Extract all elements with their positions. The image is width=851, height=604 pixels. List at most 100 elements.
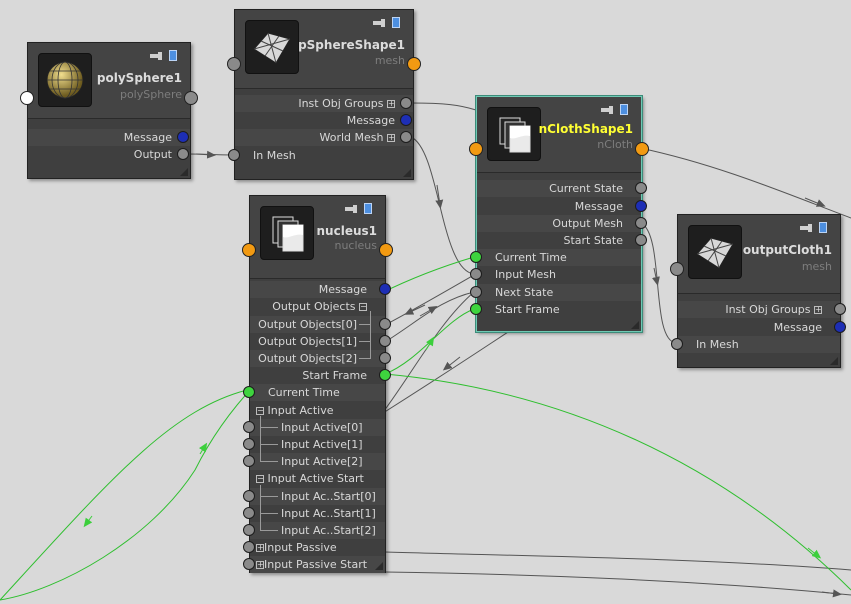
- node-nclothshape1[interactable]: nClothShape1 nCloth Current State Messag…: [469, 96, 649, 332]
- start-state-port[interactable]: [635, 234, 647, 246]
- pin-icon[interactable]: [345, 205, 358, 213]
- attr-label: World Mesh: [319, 131, 384, 144]
- input-passive-port[interactable]: [243, 541, 255, 553]
- attr-row-start-frame: Start Frame: [470, 301, 641, 318]
- resize-grip[interactable]: [403, 169, 411, 177]
- header-icons: [601, 104, 633, 116]
- output-port[interactable]: [379, 243, 393, 257]
- message-port[interactable]: [379, 283, 391, 295]
- wire-arrow-green-4: [807, 547, 822, 559]
- current-state-port[interactable]: [635, 182, 647, 194]
- nucleus-icon: [260, 206, 314, 260]
- attribute-editor-icon[interactable]: [620, 104, 628, 115]
- inst-obj-groups-port[interactable]: [834, 303, 846, 315]
- attr-label: Output Mesh: [552, 217, 623, 230]
- input-ac-start-0-port[interactable]: [243, 490, 255, 502]
- inst-obj-groups-port[interactable]: [400, 97, 412, 109]
- attr-label: Message: [574, 200, 623, 213]
- input-mesh-port[interactable]: [470, 268, 482, 280]
- expand-icon[interactable]: [256, 561, 264, 569]
- resize-grip[interactable]: [375, 562, 383, 570]
- message-port[interactable]: [400, 114, 412, 126]
- output-port[interactable]: [635, 142, 649, 156]
- node-psphereshape1[interactable]: pSphereShape1 mesh Inst Obj Groups Messa…: [227, 9, 421, 180]
- header-icons: [373, 17, 405, 29]
- expand-icon[interactable]: [387, 100, 395, 108]
- in-mesh-port[interactable]: [671, 338, 683, 350]
- input-port[interactable]: [242, 243, 256, 257]
- pin-icon[interactable]: [601, 106, 614, 114]
- header-icons: [800, 222, 832, 234]
- node-title: nucleus1: [316, 224, 378, 238]
- attr-label: Message: [123, 131, 172, 144]
- wire-passive-out-1: [384, 551, 851, 571]
- attr-row-input-active-1: Input Active[1]: [243, 436, 385, 453]
- attr-label: Message: [773, 321, 822, 334]
- attr-label: Message: [318, 283, 367, 296]
- attr-row-input-active-start: Input Active Start: [250, 470, 385, 487]
- next-state-port[interactable]: [470, 286, 482, 298]
- resize-grip[interactable]: [830, 357, 838, 365]
- attr-label: Input Mesh: [495, 268, 556, 281]
- input-ac-start-1-port[interactable]: [243, 507, 255, 519]
- input-ac-start-2-port[interactable]: [243, 524, 255, 536]
- message-port[interactable]: [834, 321, 846, 333]
- collapse-icon[interactable]: [256, 475, 264, 483]
- start-frame-port[interactable]: [470, 303, 482, 315]
- attr-row-start-state: Start State: [477, 232, 647, 249]
- node-type: mesh: [801, 260, 832, 273]
- pin-icon[interactable]: [373, 19, 386, 27]
- node-nucleus1[interactable]: nucleus1 nucleus Message Output Objects …: [242, 195, 393, 573]
- input-port[interactable]: [20, 91, 34, 105]
- node-outputcloth1[interactable]: outputCloth1 mesh Inst Obj Groups Messag…: [670, 214, 846, 368]
- output-port[interactable]: [184, 91, 198, 105]
- attr-row-message: Message: [250, 281, 391, 298]
- input-active-2-port[interactable]: [243, 455, 255, 467]
- input-passive-start-port[interactable]: [243, 558, 255, 570]
- tree-branch: [260, 444, 278, 445]
- node-type: mesh: [374, 54, 405, 67]
- attr-row-input-ac-start-2: Input Ac..Start[2]: [243, 522, 385, 539]
- output-port[interactable]: [407, 57, 421, 71]
- output-objects-2-port[interactable]: [379, 352, 391, 364]
- pin-icon[interactable]: [150, 52, 163, 60]
- current-time-port[interactable]: [470, 251, 482, 263]
- node-title: nClothShape1: [538, 122, 633, 136]
- attribute-editor-icon[interactable]: [392, 17, 400, 28]
- message-port[interactable]: [177, 131, 189, 143]
- input-active-1-port[interactable]: [243, 438, 255, 450]
- start-frame-port[interactable]: [379, 369, 391, 381]
- message-port[interactable]: [635, 200, 647, 212]
- expand-icon[interactable]: [256, 544, 264, 552]
- world-mesh-port[interactable]: [400, 131, 412, 143]
- resize-grip[interactable]: [631, 321, 639, 329]
- attr-row-output-objects-0: Output Objects[0]: [250, 316, 391, 333]
- input-port[interactable]: [227, 57, 241, 71]
- attribute-editor-icon[interactable]: [169, 50, 177, 61]
- attr-label: Message: [346, 114, 395, 127]
- attr-label: Input Active: [267, 404, 334, 417]
- input-active-0-port[interactable]: [243, 421, 255, 433]
- input-port[interactable]: [469, 142, 483, 156]
- pin-icon[interactable]: [800, 224, 813, 232]
- in-mesh-port[interactable]: [228, 149, 240, 161]
- output-objects-0-port[interactable]: [379, 318, 391, 330]
- resize-grip[interactable]: [180, 168, 188, 176]
- wire-green-currenttime: [0, 256, 475, 601]
- attr-row-inst-obj-groups: Inst Obj Groups: [235, 95, 413, 112]
- attribute-editor-icon[interactable]: [819, 222, 827, 233]
- output-attr-port[interactable]: [177, 148, 189, 160]
- attribute-editor-icon[interactable]: [364, 203, 372, 214]
- collapse-icon[interactable]: [256, 407, 264, 415]
- attr-row-output-objects-2: Output Objects[2]: [250, 350, 391, 367]
- input-port[interactable]: [670, 262, 684, 276]
- output-mesh-port[interactable]: [635, 217, 647, 229]
- output-objects-1-port[interactable]: [379, 335, 391, 347]
- current-time-port[interactable]: [243, 386, 255, 398]
- expand-icon[interactable]: [814, 306, 822, 314]
- collapse-icon[interactable]: [359, 303, 367, 311]
- attr-row-input-ac-start-0: Input Ac..Start[0]: [243, 488, 385, 505]
- attr-label: Inst Obj Groups: [298, 97, 384, 110]
- node-polysphere1[interactable]: polySphere1 polySphere Message Output: [20, 42, 198, 179]
- expand-icon[interactable]: [387, 134, 395, 142]
